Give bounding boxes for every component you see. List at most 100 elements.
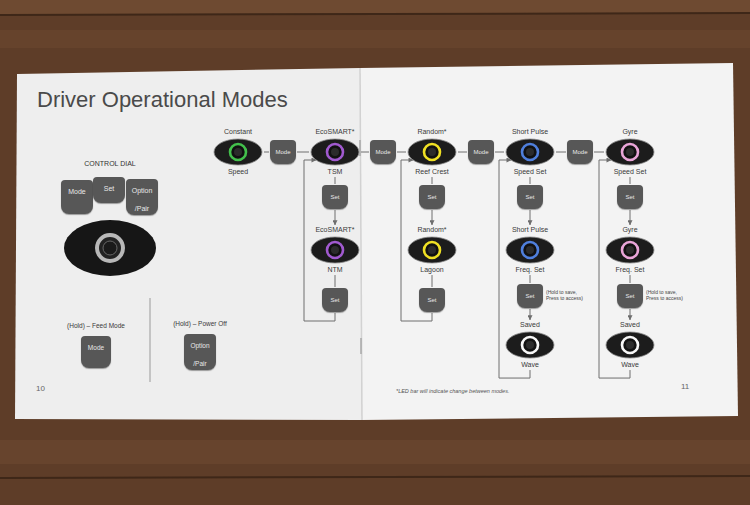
hold-button: (Hold) – Feed ModeMode bbox=[67, 322, 125, 368]
oval-body bbox=[606, 332, 654, 358]
mode-button: Mode bbox=[468, 140, 494, 164]
set-button: Set(Hold to save, Press to access) bbox=[517, 284, 543, 308]
button-text: Set bbox=[330, 297, 339, 303]
button-shape: Mode bbox=[468, 140, 494, 164]
oval-body bbox=[606, 139, 654, 165]
button-shape: Mode bbox=[270, 140, 296, 164]
led-oval bbox=[310, 138, 360, 166]
button-text: Mode bbox=[275, 149, 290, 155]
set-button: Set bbox=[617, 185, 643, 209]
wood-grain bbox=[0, 440, 750, 464]
ring-center bbox=[234, 148, 242, 156]
oval-body bbox=[506, 332, 554, 358]
led-mode: EcoSMART*TSM bbox=[310, 128, 360, 176]
flow-connector bbox=[458, 152, 467, 153]
button-note: (Hold to save, Press to access) bbox=[646, 290, 688, 302]
flow-connector bbox=[630, 177, 631, 184]
mode-label: NTM bbox=[327, 266, 342, 274]
mode-button: Mode bbox=[270, 140, 296, 164]
mode-label: Random* bbox=[417, 128, 446, 136]
led-mode: Random*Reef Crest bbox=[407, 128, 457, 176]
oval-body bbox=[214, 139, 262, 165]
hold-button: (Hold) – Power OffOption /Pair bbox=[173, 320, 227, 370]
led-ring bbox=[230, 144, 246, 160]
right-page bbox=[360, 63, 738, 420]
button-text: Mode bbox=[375, 149, 390, 155]
mode-label: Speed Set bbox=[514, 168, 547, 176]
led-ring bbox=[424, 242, 440, 258]
mode-label: Random* bbox=[417, 226, 446, 234]
led-ring bbox=[327, 144, 343, 160]
led-oval bbox=[407, 236, 457, 264]
set-button: Set bbox=[419, 185, 445, 209]
mode-label: Gyre bbox=[622, 128, 637, 136]
set-button: Set bbox=[322, 288, 348, 312]
led-ring bbox=[622, 337, 638, 353]
button-text: Set bbox=[625, 293, 634, 299]
flow-connector bbox=[361, 152, 369, 153]
button-shape: Mode bbox=[81, 336, 111, 368]
oval-body bbox=[311, 139, 359, 165]
led-oval bbox=[407, 138, 457, 166]
set-button: Set bbox=[419, 288, 445, 312]
mode-label: Speed Set bbox=[614, 168, 647, 176]
mode-button: Mode bbox=[567, 140, 593, 164]
button-text: Mode bbox=[68, 188, 86, 195]
led-ring bbox=[522, 144, 538, 160]
led-oval bbox=[505, 138, 555, 166]
led-oval bbox=[505, 236, 555, 264]
led-ring bbox=[522, 242, 538, 258]
wood-plank bbox=[0, 0, 750, 14]
flow-connector bbox=[397, 152, 406, 153]
flow-connector bbox=[297, 152, 309, 153]
button-shape: Set bbox=[517, 284, 543, 308]
button-text: Mode bbox=[572, 149, 587, 155]
mode-label: EcoSMART* bbox=[315, 128, 354, 136]
plank-gap bbox=[0, 476, 750, 478]
flow-connector bbox=[432, 177, 433, 184]
led-ring bbox=[424, 144, 440, 160]
divider-line bbox=[150, 298, 151, 382]
led-mode: EcoSMART*NTM bbox=[310, 226, 360, 274]
flow-connector bbox=[530, 210, 531, 225]
left-page bbox=[15, 68, 362, 420]
button-text: Set bbox=[427, 194, 436, 200]
set-button: Set bbox=[322, 185, 348, 209]
mode-label: Constant bbox=[224, 128, 252, 136]
ring-center bbox=[626, 341, 634, 349]
oval-body bbox=[408, 237, 456, 263]
button-shape: Set bbox=[517, 185, 543, 209]
ring-center bbox=[626, 148, 634, 156]
flow-connector bbox=[264, 152, 269, 153]
hold-heading: (Hold) – Feed Mode bbox=[67, 322, 125, 329]
control-button: Mode bbox=[61, 180, 93, 214]
flow-connector bbox=[335, 210, 336, 225]
button-shape: Set bbox=[322, 185, 348, 209]
button-shape: Option /Pair bbox=[126, 179, 158, 215]
button-shape: Mode bbox=[370, 140, 396, 164]
plank-gap bbox=[0, 13, 750, 15]
led-oval bbox=[605, 236, 655, 264]
control-button: Set bbox=[93, 177, 125, 203]
led-mode: GyreFreq. Set bbox=[605, 226, 655, 274]
button-shape: Set bbox=[322, 288, 348, 312]
ring-center bbox=[526, 341, 534, 349]
button-shape: Set bbox=[617, 284, 643, 308]
mode-label: Freq. Set bbox=[516, 266, 545, 274]
flow-connector bbox=[630, 210, 631, 225]
flow-connector bbox=[432, 210, 433, 225]
flow-connector bbox=[530, 309, 531, 320]
mode-button: Mode bbox=[370, 140, 396, 164]
flow-connector bbox=[630, 309, 631, 320]
flow-connector bbox=[530, 275, 531, 283]
flow-connector bbox=[495, 152, 504, 153]
button-shape: Set bbox=[419, 288, 445, 312]
led-oval bbox=[605, 331, 655, 359]
wood-grain bbox=[0, 30, 750, 48]
flow-connector bbox=[594, 152, 604, 153]
mode-label: Saved bbox=[520, 321, 540, 329]
dial-ring bbox=[97, 235, 123, 261]
ring-center bbox=[331, 246, 339, 254]
